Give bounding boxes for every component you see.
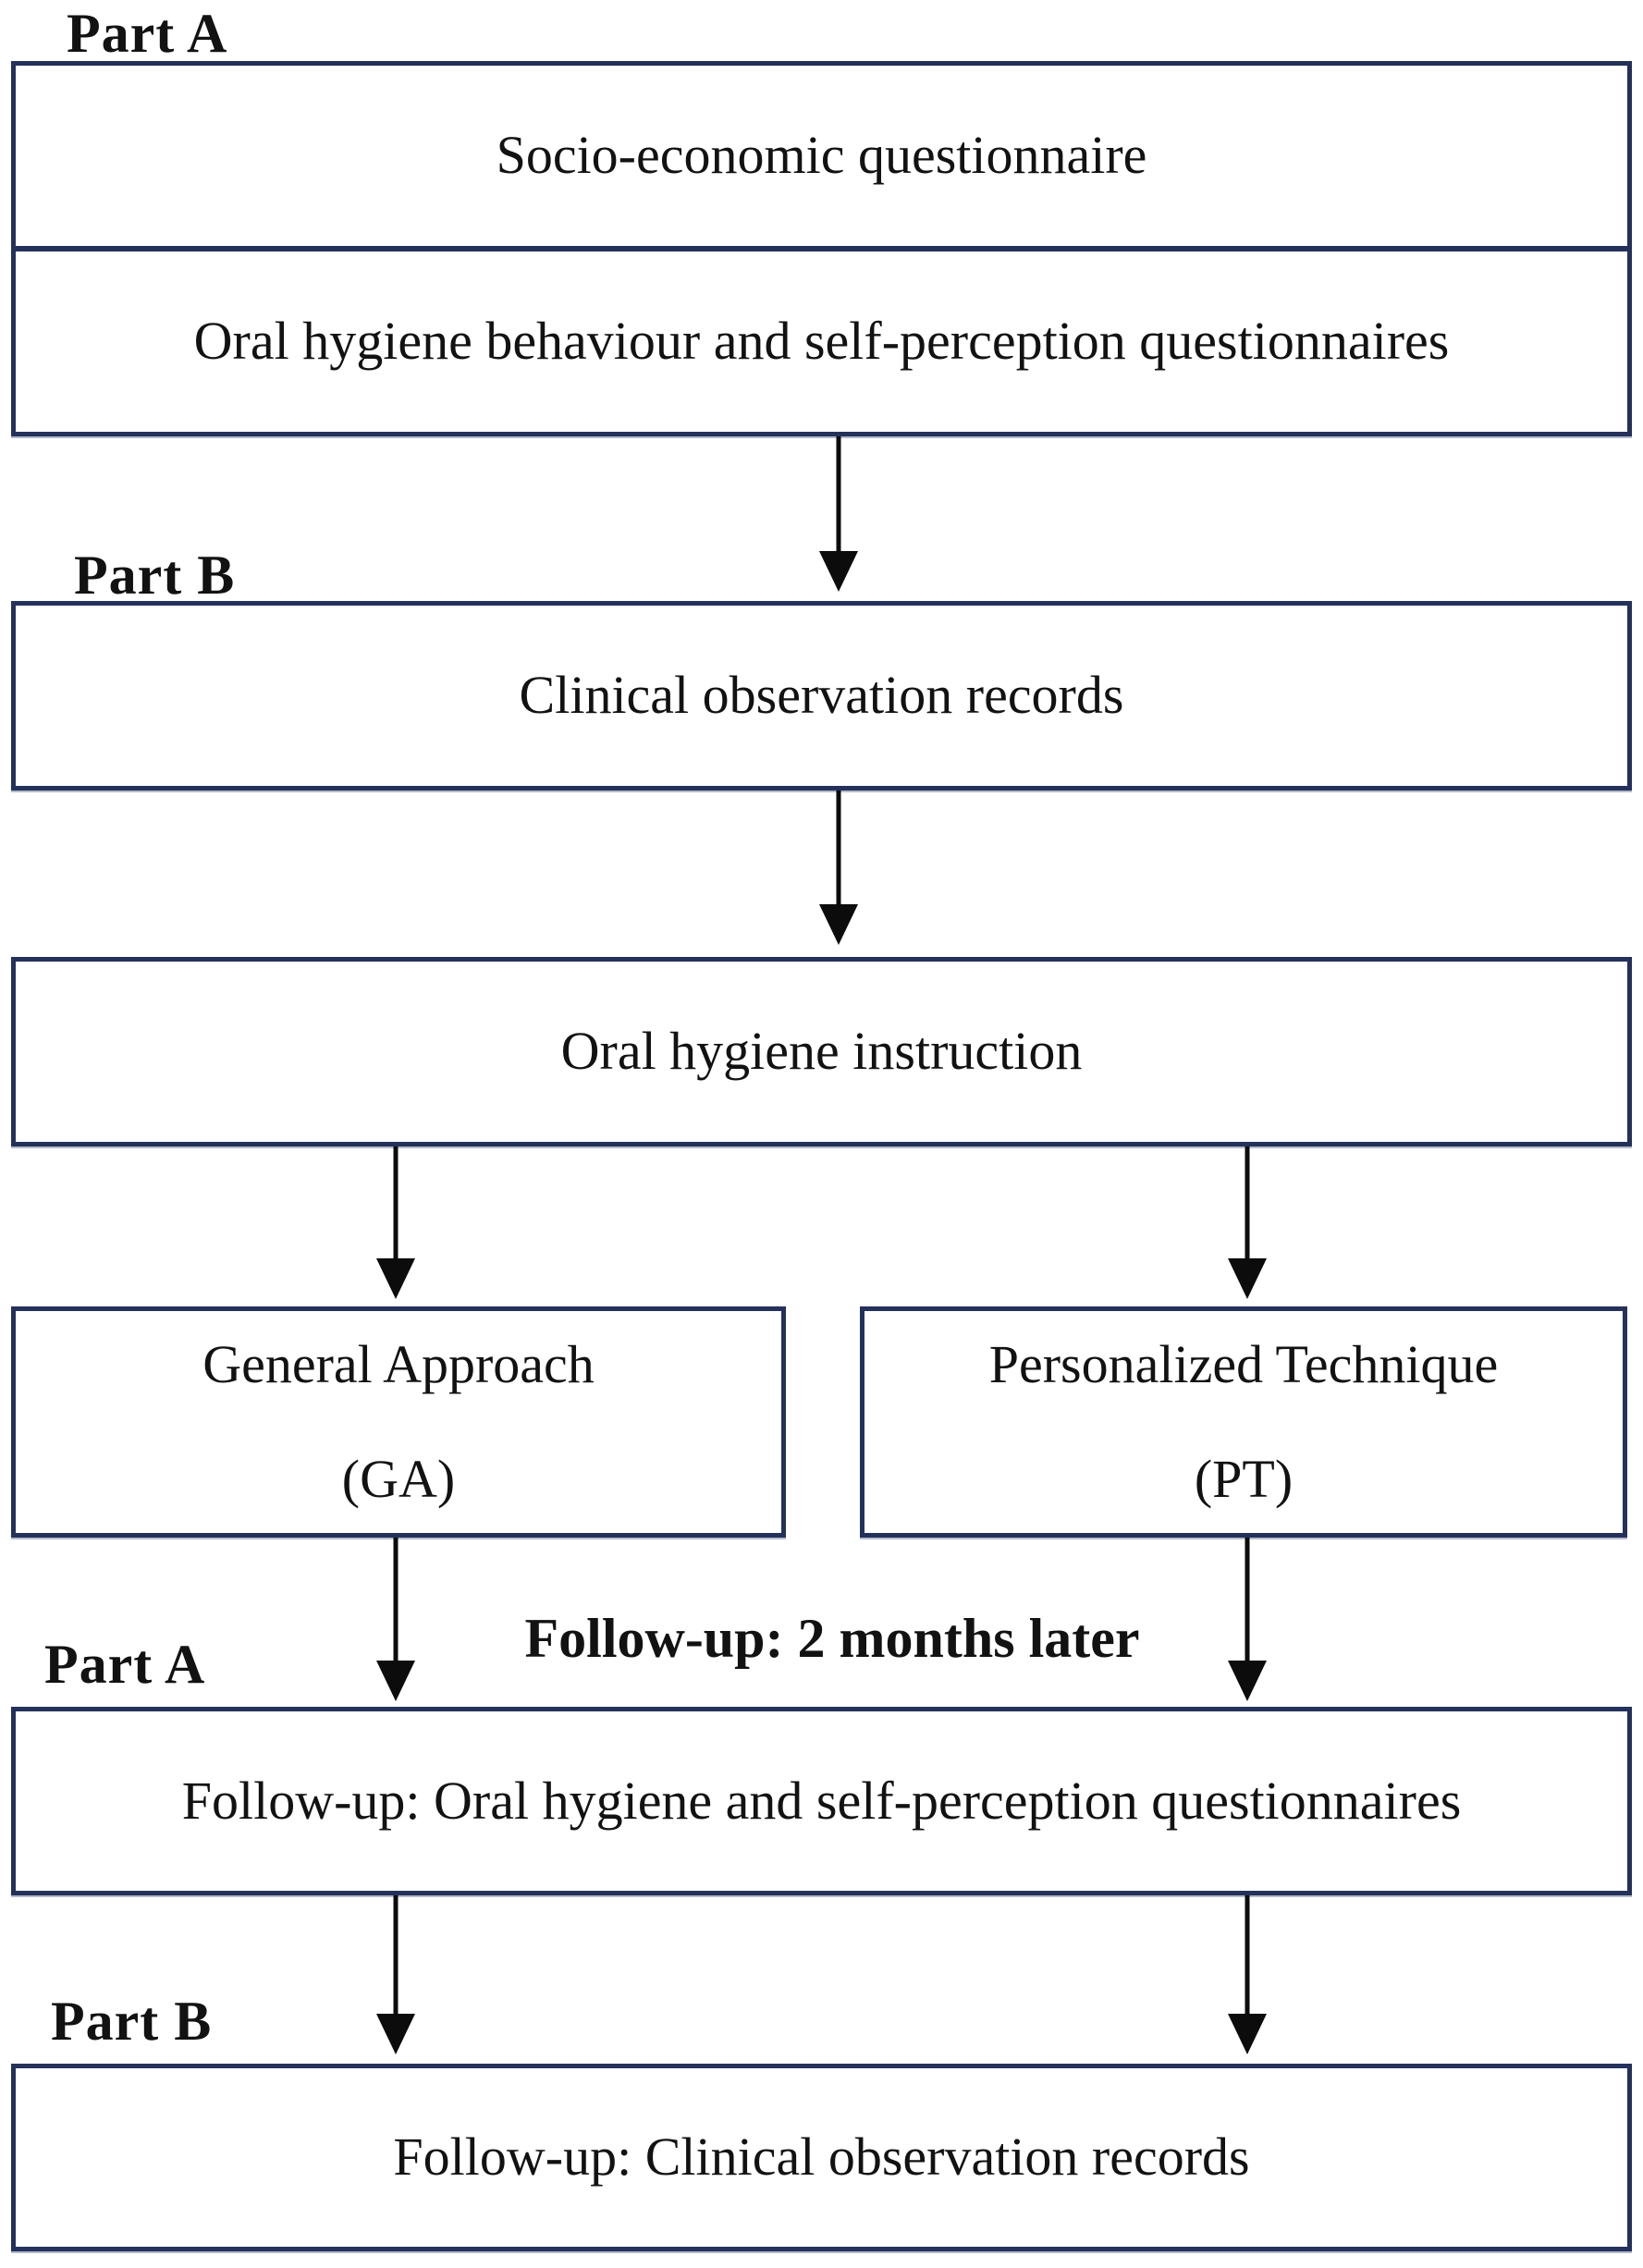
box-general-approach-line2: (GA) [341, 1449, 456, 1509]
box-socio-economic-questionnaire-text: Socio-economic questionnaire [496, 125, 1147, 186]
box-oral-hygiene-behaviour-text: Oral hygiene behaviour and self-percepti… [193, 311, 1450, 372]
arrow-head-icon [376, 1258, 415, 1299]
arrow-down-to-pt [1227, 1146, 1268, 1299]
box-clinical-observation-text: Clinical observation records [519, 665, 1124, 726]
arrow-ga-to-followup-a [375, 1538, 416, 1701]
box-followup-questionnaires-text: Follow-up: Oral hygiene and self-percept… [181, 1770, 1462, 1831]
arrow-head-icon [1228, 1661, 1267, 1701]
box-personalized-technique-line2: (PT) [1194, 1449, 1294, 1509]
box-oral-hygiene-instruction: Oral hygiene instruction [11, 957, 1632, 1146]
box-general-approach-line1: General Approach [202, 1333, 595, 1394]
phase-label-part-a-top: Part A [67, 3, 228, 64]
box-clinical-observation: Clinical observation records [11, 601, 1632, 791]
arrow-head-icon [376, 2014, 415, 2054]
arrow-shaft [393, 1146, 398, 1262]
arrow-shaft [393, 1538, 398, 1664]
arrow-down-to-ga [375, 1146, 416, 1299]
arrow-shaft [836, 436, 841, 555]
phase-label-part-a-followup: Part A [44, 1634, 206, 1695]
box-followup-questionnaires: Follow-up: Oral hygiene and self-percept… [11, 1707, 1632, 1895]
arrow-pt-to-followup-a [1227, 1538, 1268, 1701]
arrow-down-to-clinical [818, 436, 859, 592]
box-followup-clinical: Follow-up: Clinical observation records [11, 2064, 1632, 2251]
phase-label-part-b-followup: Part B [51, 1991, 213, 2052]
box-general-approach: General Approach (GA) [11, 1306, 786, 1538]
arrow-right-to-followup-b [1227, 1895, 1268, 2054]
box-personalized-technique: Personalized Technique (PT) [860, 1306, 1627, 1538]
arrow-head-icon [819, 551, 858, 592]
arrow-left-to-followup-b [375, 1895, 416, 2054]
arrow-shaft [836, 791, 841, 908]
box-followup-clinical-text: Follow-up: Clinical observation records [393, 2127, 1250, 2188]
phase-label-part-b-top: Part B [74, 545, 236, 606]
arrow-shaft [1245, 1538, 1250, 1664]
arrow-head-icon [376, 1661, 415, 1701]
box-oral-hygiene-instruction-text: Oral hygiene instruction [560, 1021, 1083, 1082]
box-oral-hygiene-behaviour: Oral hygiene behaviour and self-percepti… [16, 251, 1627, 432]
arrow-shaft [1245, 1146, 1250, 1262]
arrow-head-icon [819, 904, 858, 945]
arrow-head-icon [1228, 2014, 1267, 2054]
arrow-shaft [1245, 1895, 1250, 2017]
box-socio-economic-questionnaire: Socio-economic questionnaire [16, 66, 1627, 251]
box-baseline-part-a: Socio-economic questionnaire Oral hygien… [11, 61, 1632, 436]
followup-note-label: Follow-up: 2 months later [524, 1608, 1140, 1669]
arrow-down-to-instruction [818, 791, 859, 945]
arrow-head-icon [1228, 1258, 1267, 1299]
arrow-shaft [393, 1895, 398, 2017]
box-personalized-technique-line1: Personalized Technique [988, 1333, 1499, 1394]
